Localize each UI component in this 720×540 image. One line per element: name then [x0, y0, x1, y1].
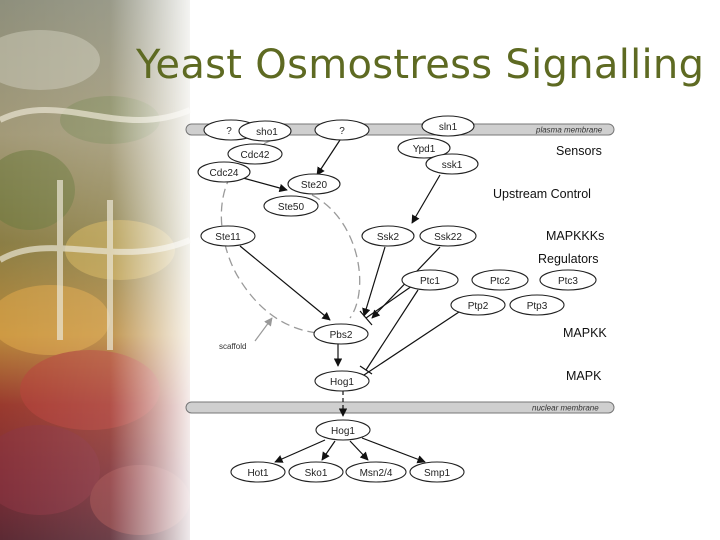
edge-ptc1-pbs2-inhibit [365, 285, 413, 319]
node-ste11 [200, 225, 256, 247]
node-ssk2 [361, 225, 415, 247]
edge-ste11-pbs2 [239, 245, 331, 321]
plasma-membrane-label: plasma membrane [535, 126, 603, 135]
node-cdc24 [197, 161, 251, 183]
scaffold-curve-right [311, 194, 361, 319]
section-regulators: Regulators [538, 252, 598, 266]
node-label-ptp2: Ptp2 [468, 301, 489, 312]
edge-ssk2-pbs2 [362, 246, 386, 317]
node-label-ypd1: Ypd1 [413, 144, 436, 155]
node-label-msn24: Msn2/4 [360, 468, 393, 479]
node-label-unknown-2: ? [339, 126, 345, 137]
node-ptc1 [401, 269, 459, 291]
section-mapk: MAPK [566, 369, 602, 383]
node-label-sko1: Sko1 [305, 468, 328, 479]
node-label-cdc42: Cdc42 [241, 150, 270, 161]
node-label-unknown-1: ? [226, 126, 232, 137]
node-ste20 [287, 173, 341, 195]
node-label-pbs2: Pbs2 [330, 330, 353, 341]
node-sln1 [421, 115, 475, 137]
node-label-ptp3: Ptp3 [527, 301, 548, 312]
page-title: Yeast Osmostress Signalling [136, 42, 705, 88]
node-label-ste20: Ste20 [301, 180, 328, 191]
node-hog1-nucleus [315, 419, 371, 441]
node-label-ssk2: Ssk2 [377, 232, 400, 243]
node-cdc42 [227, 143, 283, 165]
node-label-sln1: sln1 [439, 122, 458, 133]
nuclear-membrane [185, 401, 615, 414]
node-label-ptc3: Ptc3 [558, 276, 578, 287]
node-ssk1 [425, 153, 479, 175]
node-sho1 [238, 120, 292, 142]
node-unknown-2 [314, 119, 370, 141]
node-ssk22 [419, 225, 477, 247]
scaffold-label: scaffold [219, 342, 246, 351]
section-mapkk: MAPKK [563, 326, 607, 340]
node-ptp3 [509, 294, 565, 316]
node-label-ste11: Ste11 [215, 232, 241, 243]
node-label-ssk22: Ssk22 [434, 232, 462, 243]
edge-hog1-smp1 [361, 437, 426, 464]
node-label-cdc24: Cdc24 [210, 168, 239, 179]
node-label-ptc1: Ptc1 [420, 276, 440, 287]
node-ptc3 [539, 269, 597, 291]
edge-ssk1-ssk2 [411, 174, 441, 224]
node-pbs2 [313, 323, 369, 345]
section-sensors: Sensors [556, 144, 602, 158]
node-hog1-cytoplasm [314, 370, 370, 392]
node-label-ste50: Ste50 [278, 202, 305, 213]
scaffold-arrow [254, 317, 273, 342]
nuclear-membrane-label: nuclear membrane [532, 404, 599, 413]
edge-hog1-msn24 [349, 440, 369, 461]
node-label-ptc2: Ptc2 [490, 276, 510, 287]
plasma-membrane [185, 123, 615, 136]
edge-ptc1-hog1-inhibit [365, 289, 419, 371]
node-sko1 [288, 461, 344, 483]
edge-hog1-sko1 [321, 440, 336, 461]
section-mapkkks: MAPKKKs [546, 229, 604, 243]
node-ste50 [263, 195, 319, 217]
edge-cdc24-ste20 [242, 177, 288, 193]
node-label-smp1: Smp1 [424, 468, 451, 479]
node-label-hot1: Hot1 [247, 468, 269, 479]
node-label-ssk1: ssk1 [442, 160, 463, 171]
node-ptp2 [450, 294, 506, 316]
node-hot1 [230, 461, 286, 483]
node-label-hog1-nucleus: Hog1 [331, 426, 355, 437]
node-ptc2 [471, 269, 529, 291]
section-upstream-control: Upstream Control [493, 187, 591, 201]
node-ypd1 [397, 137, 451, 159]
edge-hog1-hot1 [274, 439, 326, 463]
node-label-hog1-cytoplasm: Hog1 [330, 377, 354, 388]
node-label-sho1: sho1 [256, 127, 278, 138]
node-msn24 [345, 461, 407, 483]
node-smp1 [409, 461, 465, 483]
edge-q2-ste20 [316, 139, 341, 176]
scaffold-curve-left [220, 139, 319, 334]
edge-ptp2-hog1-inhibit [363, 309, 463, 376]
